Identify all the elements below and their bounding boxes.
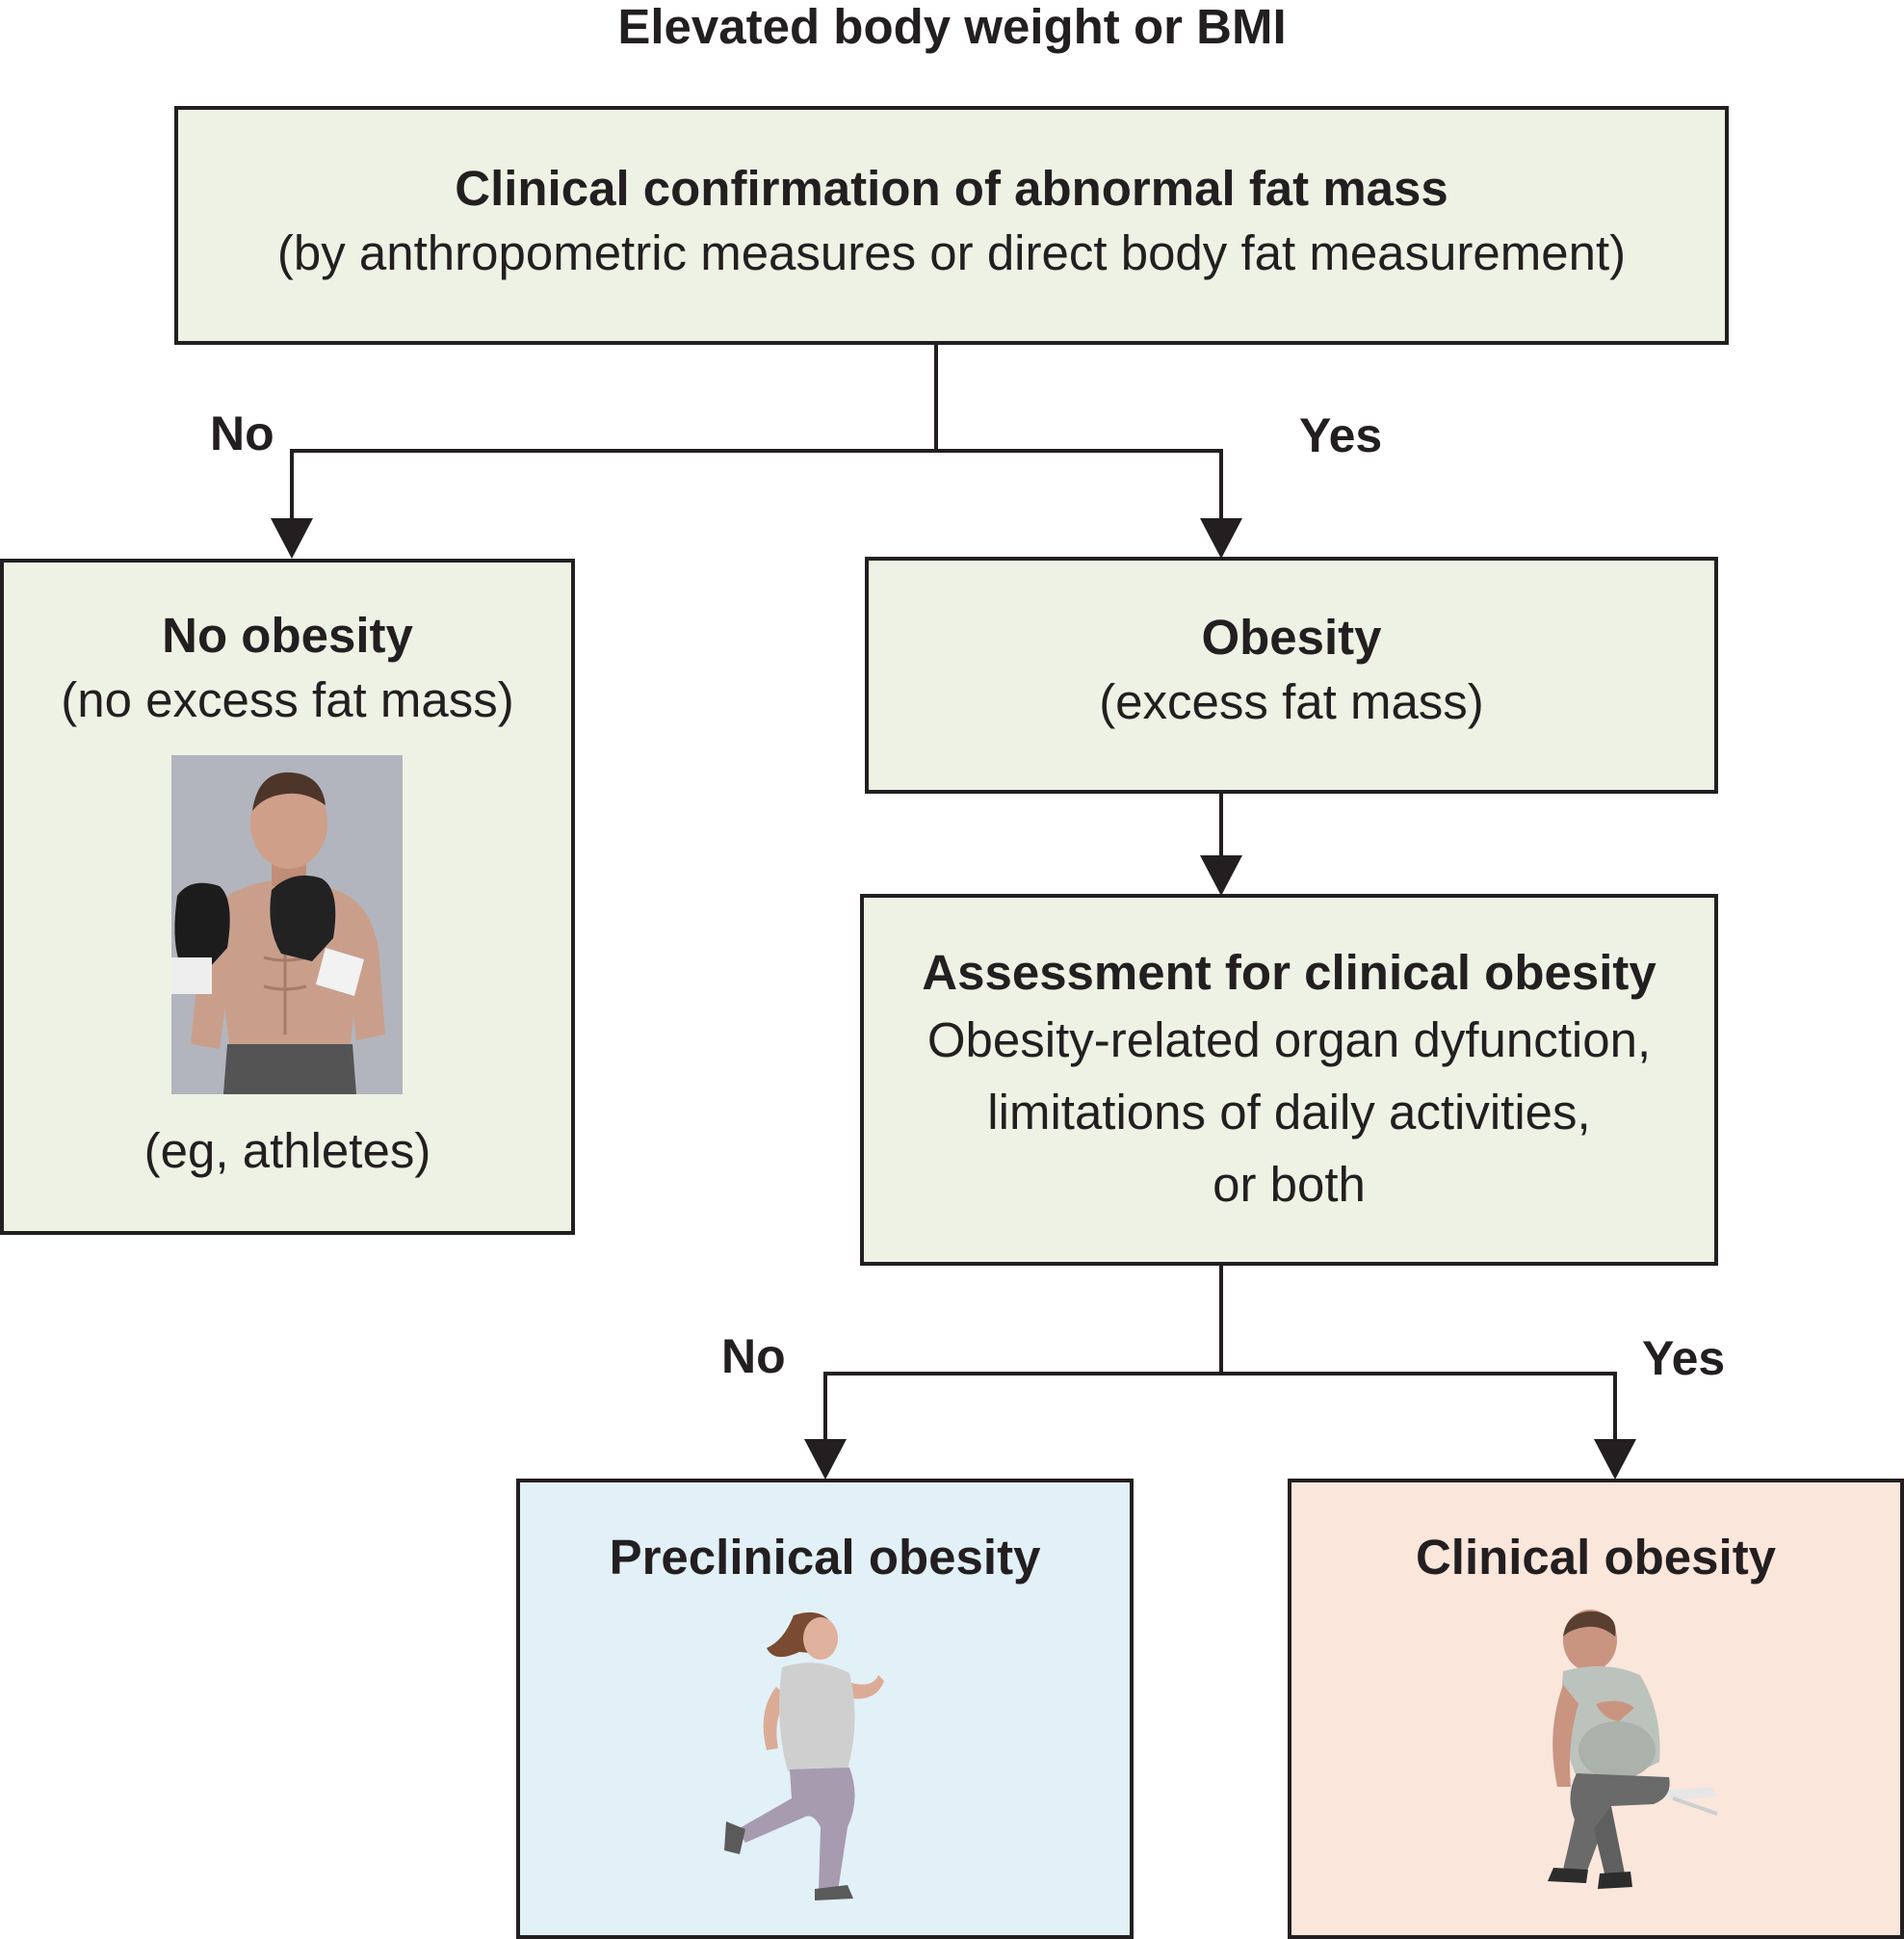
- no-obesity-title: No obesity: [162, 608, 413, 663]
- no-obesity-example: (eg, athletes): [143, 1123, 431, 1178]
- connector-branch2-yes: [1221, 1372, 1617, 1443]
- preclinical-obesity-box: Preclinical obesity: [516, 1479, 1134, 1939]
- assessment-line-3: or both: [1213, 1157, 1366, 1212]
- arrow-to-assessment: [1200, 855, 1242, 896]
- assessment-line-2: limitations of daily activities,: [987, 1085, 1591, 1140]
- arrow-to-clinical: [1594, 1439, 1636, 1480]
- clinical-obesity-title: Clinical obesity: [1415, 1530, 1777, 1585]
- branch2-no-label: No: [721, 1329, 786, 1383]
- obesity-box: Obesity (excess fat mass): [865, 557, 1718, 794]
- boxer-illustration: [171, 755, 403, 1094]
- preclinical-obesity-title: Preclinical obesity: [609, 1530, 1041, 1585]
- assessment-line-1: Obesity-related organ dyfunction,: [926, 1012, 1652, 1067]
- connector-branch2-no: [823, 1372, 1221, 1443]
- clinical-obesity-box: Clinical obesity: [1288, 1479, 1904, 1939]
- connector-branch1-yes: [936, 449, 1223, 522]
- arrow-to-preclinical: [804, 1439, 847, 1480]
- arrow-to-obesity: [1200, 518, 1242, 559]
- obesity-subtitle: (excess fat mass): [1099, 674, 1484, 729]
- assessment-title: Assessment for clinical obesity: [922, 945, 1656, 1000]
- branch2-yes-label: Yes: [1642, 1331, 1726, 1385]
- top-title: Elevated body weight or BMI: [617, 0, 1287, 54]
- confirmation-subtitle: (by anthropometric measures or direct bo…: [276, 225, 1627, 280]
- running-woman-illustration: [707, 1606, 900, 1904]
- branch1-yes-label: Yes: [1299, 408, 1383, 462]
- connector-branch1-no: [290, 449, 936, 522]
- arrow-to-no-obesity: [271, 518, 313, 559]
- confirmation-box: Clinical confirmation of abnormal fat ma…: [174, 106, 1729, 345]
- branch1-no-label: No: [210, 406, 274, 460]
- no-obesity-subtitle: (no excess fat mass): [61, 672, 514, 727]
- assessment-box: Assessment for clinical obesity Obesity-…: [860, 894, 1718, 1266]
- seated-man-illustration: [1519, 1608, 1721, 1897]
- obesity-title: Obesity: [1201, 610, 1382, 665]
- confirmation-title: Clinical confirmation of abnormal fat ma…: [455, 161, 1448, 216]
